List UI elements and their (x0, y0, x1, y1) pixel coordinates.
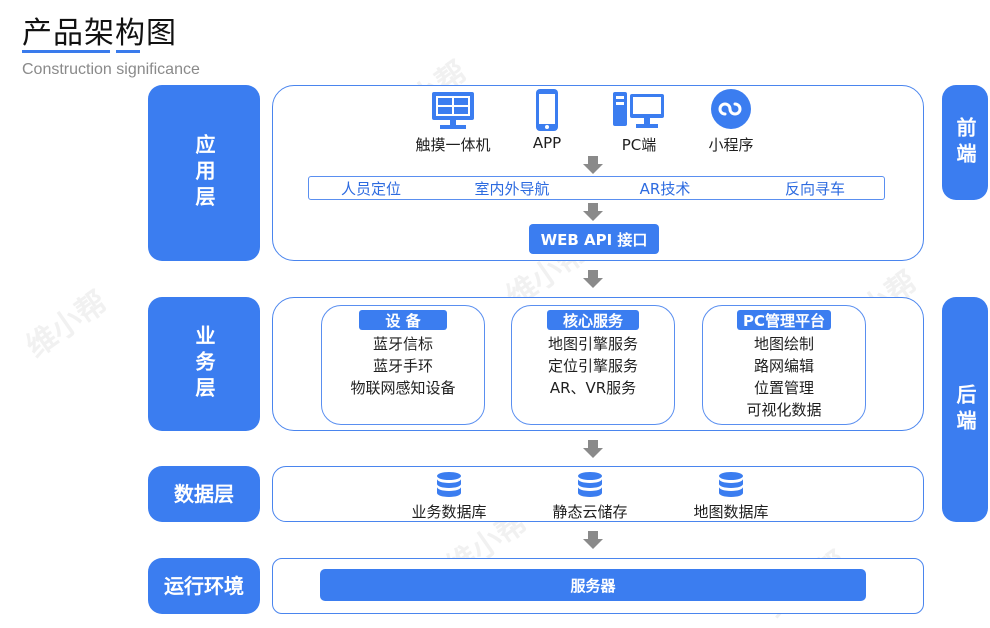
layer-label-business: 业务层 (148, 297, 260, 431)
service-group-title: PC管理平台 (737, 310, 831, 330)
down-arrow-icon (583, 270, 603, 292)
service-item: 定位引擎服务 (547, 357, 638, 375)
watermark: 维小帮 (20, 284, 114, 366)
client-label-miniprogram: 小程序 (708, 136, 754, 154)
page-subtitle: Construction significance (22, 61, 200, 78)
feature-positioning: 人员定位 (340, 180, 401, 198)
store-label: 业务数据库 (411, 503, 487, 521)
down-arrow-icon (583, 156, 603, 178)
service-item: 地图绘制 (753, 335, 814, 353)
service-item: 路网编辑 (753, 357, 814, 375)
client-label-touch: 触摸一体机 (415, 136, 491, 154)
page-title: 产品架构图 (22, 16, 177, 51)
end-label-front: 前端 (942, 85, 988, 200)
title-underline-accent (116, 50, 140, 53)
store-label: 静态云储存 (552, 503, 628, 521)
client-label-app: APP (532, 134, 562, 152)
database-icon (576, 471, 604, 503)
service-item: 物联网感知设备 (350, 379, 456, 397)
store-label: 地图数据库 (693, 503, 769, 521)
layer-label-data: 数据层 (148, 466, 260, 522)
web-api-block: WEB API 接口 (529, 224, 659, 254)
feature-reverse-parking: 反向寻车 (784, 180, 845, 198)
feature-bar (308, 176, 885, 200)
layer-label-runtime: 运行环境 (148, 558, 260, 614)
database-icon (435, 471, 463, 503)
title-underline (22, 50, 110, 53)
touch-terminal-icon (430, 90, 476, 134)
server-block: 服务器 (320, 569, 866, 601)
feature-navigation: 室内外导航 (474, 180, 550, 198)
down-arrow-icon (583, 531, 603, 553)
feature-ar: AR技术 (639, 180, 691, 198)
down-arrow-icon (583, 440, 603, 462)
service-group-title: 核心服务 (547, 310, 639, 330)
service-item: 蓝牙信标 (372, 335, 433, 353)
service-item: 位置管理 (753, 379, 814, 397)
service-item: 地图引擎服务 (547, 335, 638, 353)
down-arrow-icon (583, 203, 603, 225)
client-label-pc: PC端 (621, 136, 657, 154)
phone-icon (534, 88, 560, 136)
service-item: 可视化数据 (746, 401, 822, 419)
pc-icon (612, 90, 666, 136)
layer-label-app: 应用层 (148, 85, 260, 261)
service-group-title: 设 备 (359, 310, 447, 330)
mini-program-icon (710, 88, 752, 134)
service-item: 蓝牙手环 (372, 357, 433, 375)
end-label-back: 后端 (942, 297, 988, 522)
service-item: AR、VR服务 (549, 379, 637, 397)
database-icon (717, 471, 745, 503)
